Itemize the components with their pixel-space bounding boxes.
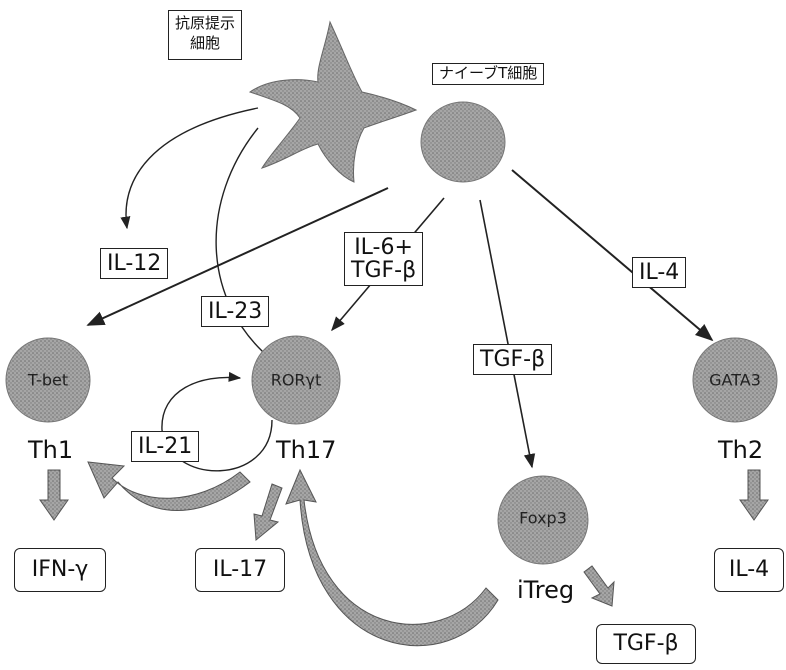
naive-t-cell-label: ナイーブT細胞 (432, 63, 544, 85)
th17-name: Th17 (276, 436, 336, 464)
apc-label-line1: 抗原提示 (175, 13, 235, 33)
il23-label: IL-23 (201, 296, 269, 327)
il6-label-line2: TGF-β (351, 259, 416, 282)
th2-name: Th2 (718, 436, 763, 464)
itreg-product-arrow (584, 566, 614, 606)
il6-tgfb-label: IL-6+ TGF-β (344, 232, 423, 286)
itreg-to-th17-curved-arrow (286, 470, 498, 646)
apc-star-shape (250, 22, 416, 182)
il12-curve-arrow (126, 108, 258, 228)
naive-t-cell (421, 102, 505, 182)
tgfb-label: TGF-β (473, 344, 552, 375)
il12-label: IL-12 (100, 248, 168, 279)
arrow-to-itreg (480, 200, 532, 467)
apc-label: 抗原提示 細胞 (168, 10, 242, 60)
il21-label: IL-21 (131, 431, 199, 462)
gata3-label: GATA3 (709, 371, 761, 390)
il6-label-line1: IL-6+ (351, 236, 416, 259)
ifng-product: IFN-γ (14, 548, 106, 592)
roryt-label: RORγt (271, 371, 322, 390)
th17-product-arrow (254, 484, 282, 540)
th1-name: Th1 (28, 436, 73, 464)
th17-to-th1-curved-arrow (88, 462, 250, 511)
th1-product-arrow (40, 470, 68, 520)
il4-input-label: IL-4 (632, 257, 686, 288)
foxp3-label: Foxp3 (519, 509, 567, 528)
il17-product: IL-17 (195, 548, 285, 592)
th2-product-arrow (740, 470, 768, 520)
tbet-label: T-bet (28, 371, 68, 390)
itreg-name: iTreg (517, 576, 574, 604)
arrow-to-th2 (512, 170, 712, 340)
tgfb-product: TGF-β (596, 624, 696, 664)
apc-label-line2: 細胞 (175, 33, 235, 53)
il4-product: IL-4 (714, 548, 784, 592)
